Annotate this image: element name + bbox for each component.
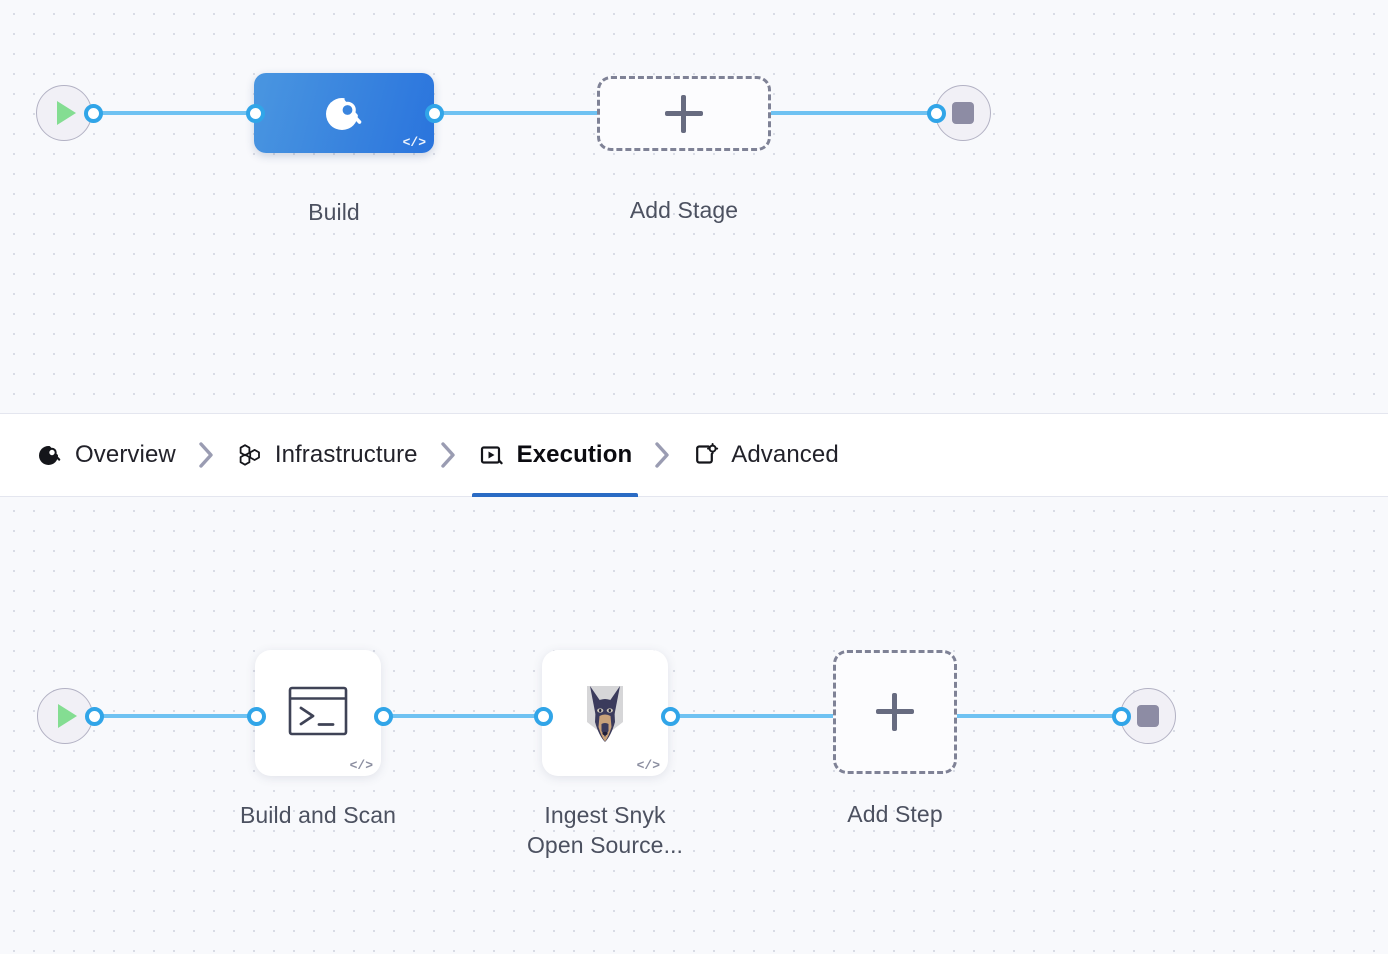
document-gear-icon [692,441,720,469]
stage-start-node[interactable] [36,85,92,141]
stage-canvas[interactable]: </> Build Add Stage [0,0,1388,413]
play-box-icon [478,441,506,469]
step-buildscan-in-port[interactable] [247,707,266,726]
stage-label-build: Build [308,199,360,225]
tab-overview-label: Overview [75,441,176,468]
step-snyk-out-port[interactable] [661,707,680,726]
terminal-icon [287,685,349,742]
tab-overview[interactable]: Overview [30,413,182,497]
edge-start-to-build [95,111,260,115]
edge-addstep-to-end [952,714,1127,718]
edge-addstage-to-end [765,111,945,115]
security-scan-icon [254,90,434,136]
step-code-badge-ingest-snyk: </> [636,758,660,773]
tab-chevron-2 [424,438,472,472]
step-card-build-and-scan[interactable]: </> [255,650,381,776]
step-start-port[interactable] [85,707,104,726]
add-step-button[interactable] [833,650,957,774]
hexagons-icon [236,441,264,469]
overview-search-icon [36,441,64,469]
stage-end-port[interactable] [927,104,946,123]
stage-code-badge: </> [402,135,426,150]
execution-steps-canvas[interactable]: </> Build and Scan [0,497,1388,954]
step-buildscan-out-port[interactable] [374,707,393,726]
edge-build-to-addstage [430,111,605,115]
play-icon [57,101,76,125]
tab-advanced-label: Advanced [731,441,839,468]
step-label-line-2: Open Source... [526,832,684,859]
add-stage-button[interactable] [597,76,771,151]
tab-infrastructure-label: Infrastructure [274,441,418,468]
snyk-doberman-icon [570,672,640,755]
edge-start-to-buildscan [96,714,262,718]
tab-infrastructure[interactable]: Infrastructure [230,413,424,497]
step-code-badge-build-and-scan: </> [349,758,373,773]
step-start-node[interactable] [37,688,93,744]
stop-icon [1137,705,1159,727]
tab-execution-label: Execution [516,441,633,468]
step-card-ingest-snyk[interactable]: </> [542,650,668,776]
play-icon [58,704,77,728]
stage-flow-row: </> Build Add Stage [0,0,1388,413]
edge-snyk-to-addstep [666,714,838,718]
stage-start-port[interactable] [84,104,103,123]
step-label-build-and-scan: Build and Scan [239,802,397,828]
stage-build-out-port[interactable] [425,104,444,123]
step-snyk-in-port[interactable] [534,707,553,726]
stage-card-build[interactable]: </> [254,73,434,153]
stage-build-in-port[interactable] [246,104,265,123]
stage-end-node[interactable] [935,85,991,141]
plus-icon [876,693,914,731]
plus-icon [665,94,703,133]
step-label-line-1: Ingest Snyk [544,802,666,828]
add-step-label: Add Step [847,801,943,827]
tab-chevron-1 [182,438,230,472]
add-stage-label: Add Stage [629,197,739,223]
stage-config-tabs: Overview Infrastructure [0,413,1388,497]
tab-execution[interactable]: Execution [471,413,639,497]
stop-icon [952,102,974,124]
step-end-port[interactable] [1112,707,1131,726]
tab-chevron-3 [638,438,686,472]
step-label-ingest-snyk: Ingest Snyk Open Source... [505,800,705,861]
step-flow-row: </> Build and Scan [0,497,1388,954]
edge-buildscan-to-snyk [380,714,548,718]
tab-advanced[interactable]: Advanced [686,413,845,497]
